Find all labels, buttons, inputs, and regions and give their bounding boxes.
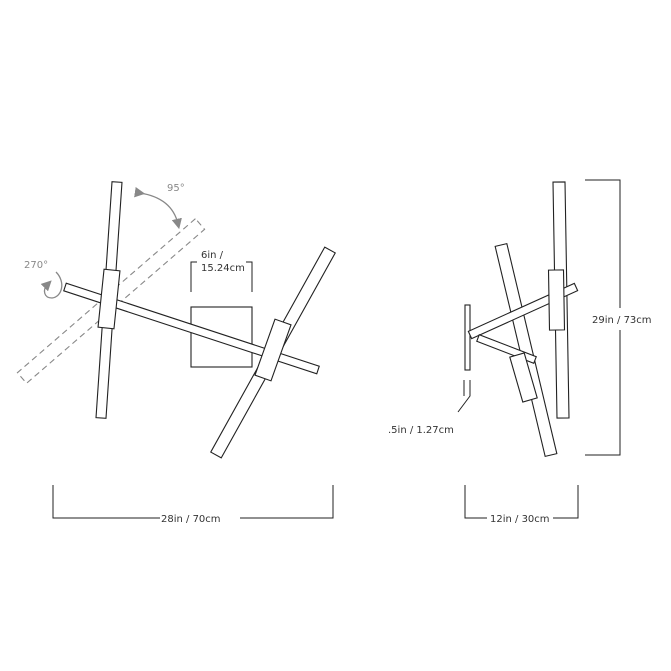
overall-width-label: 28in / 70cm — [161, 514, 221, 525]
overall-depth-dimension — [464, 485, 579, 519]
side-collar — [547, 269, 566, 331]
rotate-arrow-icon — [40, 271, 63, 299]
left-collar — [97, 268, 121, 330]
tilt-arrow-icon — [134, 187, 182, 230]
right-collar — [254, 318, 292, 382]
overall-height-dimension — [585, 179, 621, 456]
plate-width-dimension — [190, 261, 253, 292]
wall-plate-side — [464, 304, 471, 371]
plate-width-label-1: 6in / — [201, 250, 224, 261]
plate-depth-label: .5in / 1.27cm — [388, 425, 454, 436]
overall-depth-label: 12in / 30cm — [490, 514, 550, 525]
overall-height-label: 29in / 73cm — [592, 315, 652, 326]
main-arm — [63, 282, 320, 375]
rotate-angle-label: 270° — [24, 260, 48, 271]
plate-depth-dimension — [457, 380, 471, 413]
tilt-angle-label: 95° — [167, 183, 185, 194]
plate-width-label-2: 15.24cm — [201, 263, 245, 274]
side-collar-2 — [509, 352, 538, 403]
overall-width-dimension — [52, 485, 334, 519]
